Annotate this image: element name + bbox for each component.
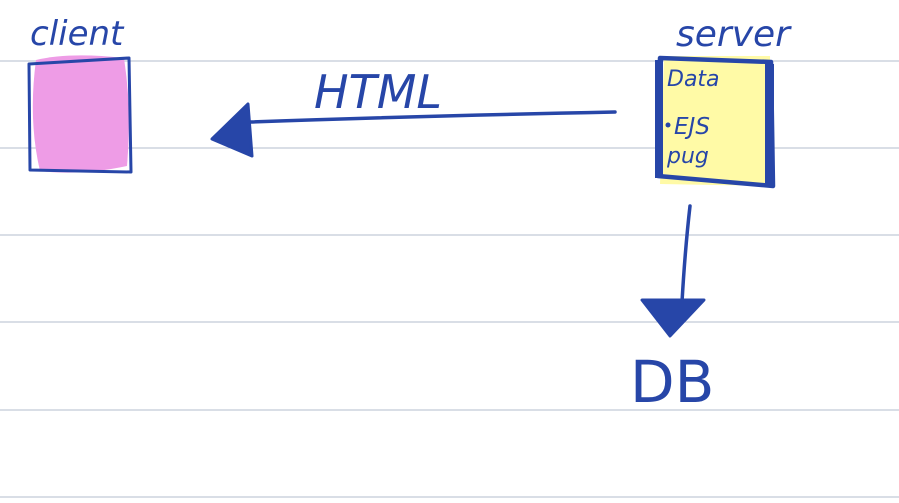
arrow-html-label: HTML	[314, 65, 442, 119]
client-box-border	[27, 56, 133, 174]
arrowhead-down	[640, 298, 706, 338]
client-node: client	[27, 14, 133, 174]
server-label: server	[676, 14, 792, 55]
db-arrow	[640, 204, 706, 338]
server-box-fill	[660, 56, 772, 186]
arrowhead-left	[210, 102, 254, 158]
client-label: client	[30, 14, 125, 54]
server-node: server Data EJS pug	[655, 14, 792, 189]
server-content-ejs: EJS	[674, 114, 710, 140]
db-label: DB	[630, 348, 714, 416]
client-box-fill	[32, 55, 129, 173]
server-box-thick-left	[655, 60, 663, 178]
html-response-arrow: HTML	[210, 65, 617, 158]
server-box-thick-right	[765, 64, 774, 186]
db-arrow-shaft	[680, 204, 692, 304]
server-content-data: Data	[667, 67, 720, 92]
server-content-pug: pug	[666, 144, 709, 169]
bullet-dot	[665, 122, 671, 128]
arrow-shaft	[248, 110, 617, 124]
